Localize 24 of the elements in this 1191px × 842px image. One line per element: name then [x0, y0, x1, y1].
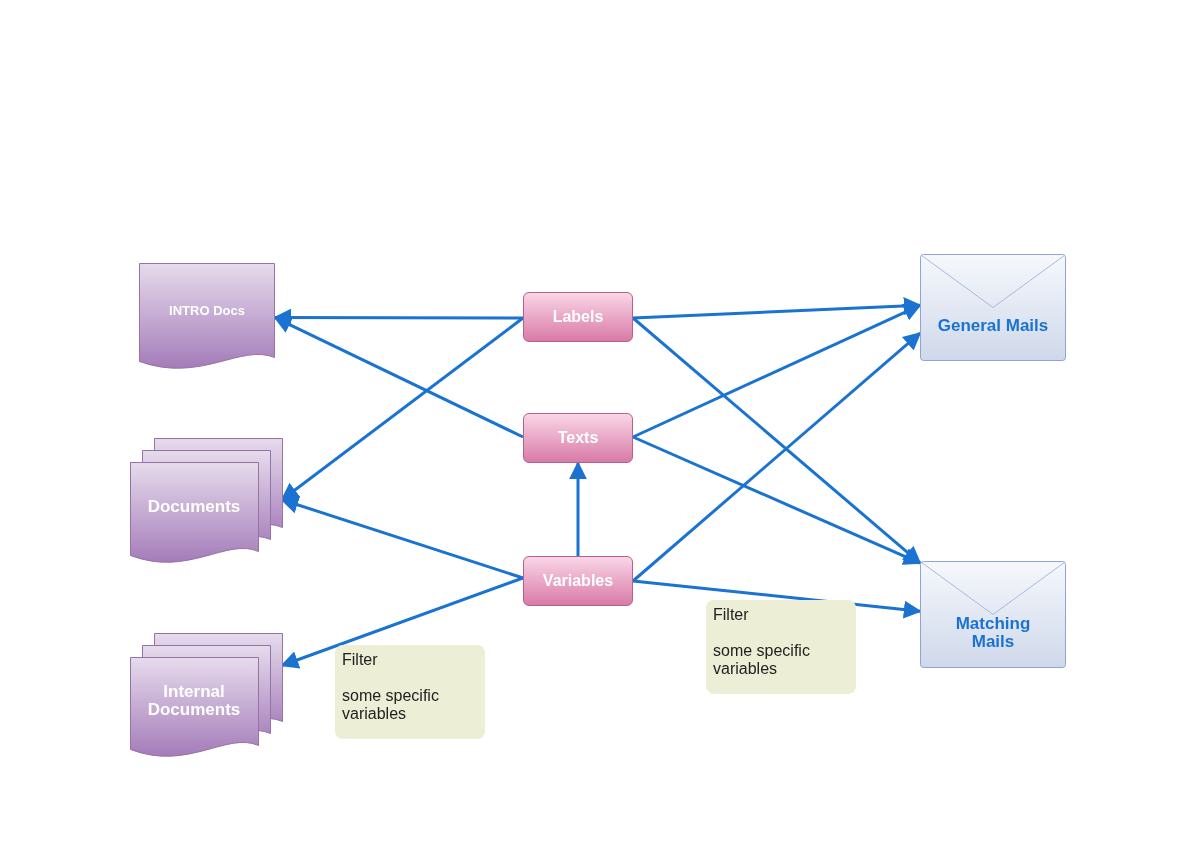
envelope-shape: [920, 254, 1066, 361]
node-label: Matching Mails: [954, 614, 1032, 651]
note-text: Filter: [342, 651, 379, 669]
document-shape: [139, 263, 275, 370]
node-label: Internal Documents: [146, 683, 242, 719]
process-box: Variables: [523, 556, 633, 606]
document-stack: [130, 438, 282, 564]
note-box: [706, 600, 856, 694]
node-label: INTRO Docs: [169, 303, 245, 318]
note-text: some specific variables: [342, 687, 440, 723]
arrow: [632, 435, 922, 565]
arrow: [632, 579, 922, 619]
document-stack: [130, 633, 282, 758]
node-label: General Mails: [937, 316, 1049, 335]
arrow: [632, 303, 922, 439]
note-box: [335, 645, 485, 739]
envelope-shape: [920, 561, 1066, 668]
arrow: [569, 461, 587, 556]
node-label: Documents: [147, 497, 241, 516]
arrow: [273, 316, 524, 439]
process-box: Texts: [523, 413, 633, 463]
note-text: some specific variables: [713, 642, 811, 678]
process-box: Labels: [523, 292, 633, 342]
note-text: Filter: [713, 606, 750, 624]
